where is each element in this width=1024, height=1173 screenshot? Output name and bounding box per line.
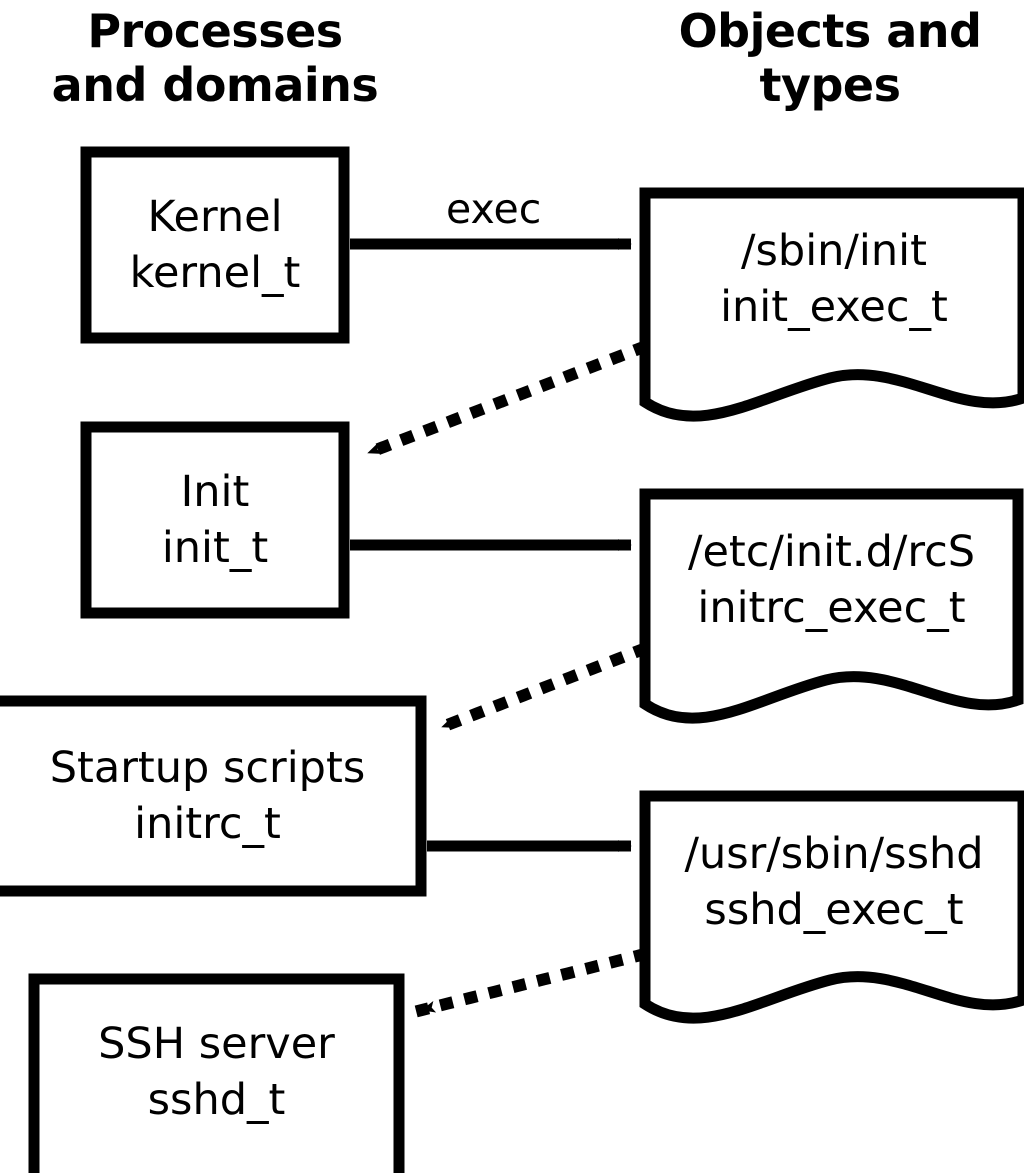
process-box-initrc[interactable] <box>0 695 427 897</box>
object-doc-init-exec[interactable] <box>639 187 1024 422</box>
process-box-init[interactable] <box>80 421 350 619</box>
process-box-kernel[interactable] <box>80 146 350 344</box>
edge-sshd-exec-to-sshd-domain <box>414 947 649 1018</box>
object-doc-initrc-exec[interactable] <box>639 488 1024 724</box>
column-header-objects-and-types: Objects and types <box>678 4 982 112</box>
edge-label-exec: exec <box>446 185 542 233</box>
edge-initrc-exec-to-initrc-domain <box>434 642 649 735</box>
object-doc-sshd-exec[interactable] <box>639 790 1024 1024</box>
process-box-sshd[interactable] <box>28 973 405 1173</box>
column-header-processes-and-domains: Processes and domains <box>51 4 379 112</box>
edge-init-exec-to-init-domain <box>360 340 649 461</box>
